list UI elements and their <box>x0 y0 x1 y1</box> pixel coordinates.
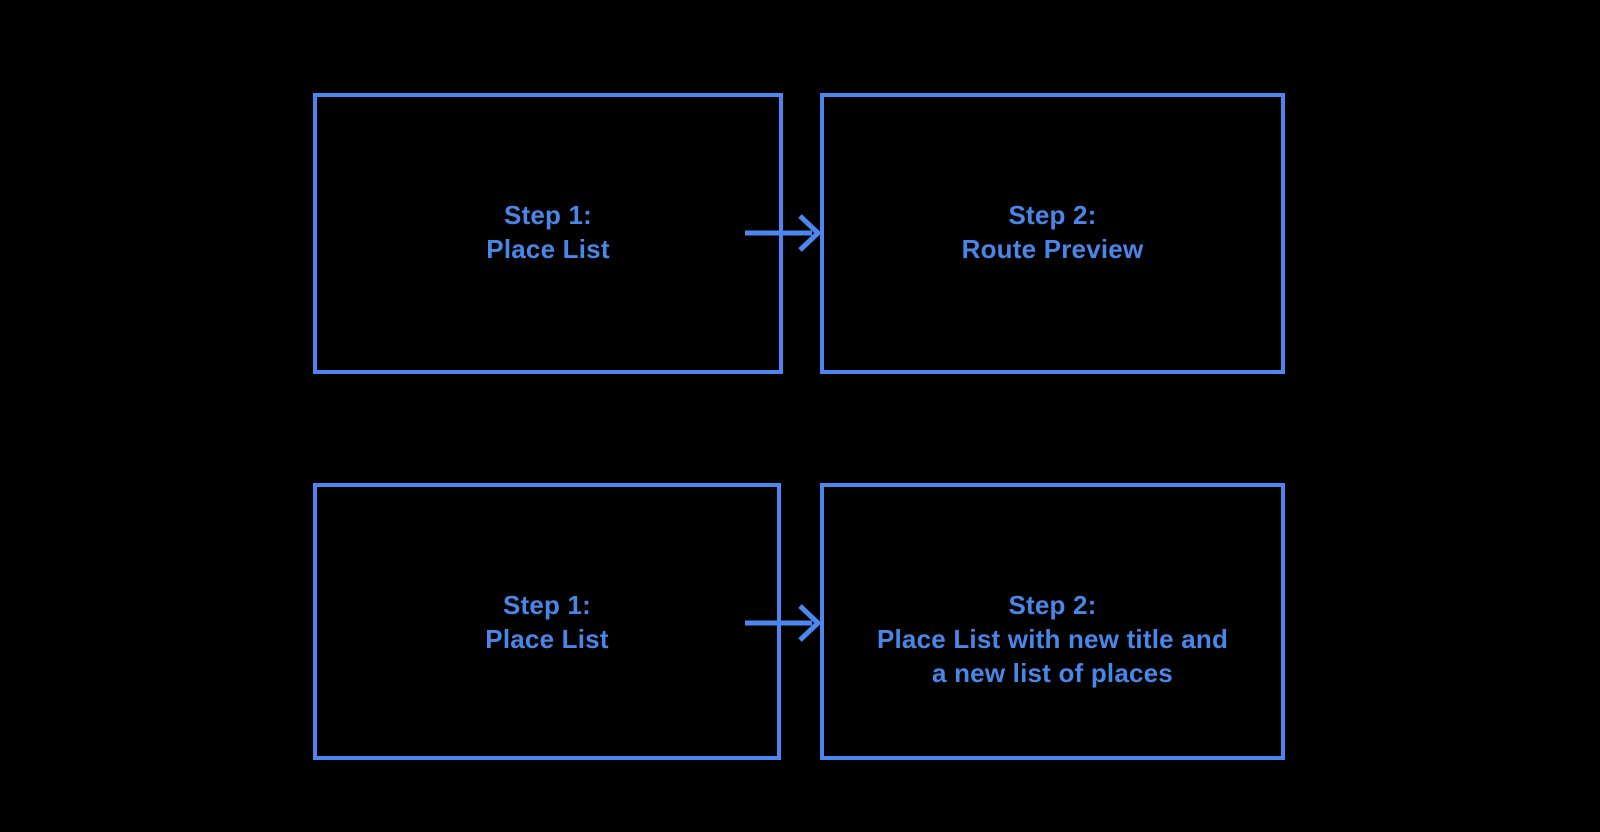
box-step1-place-list: Step 1: Place List <box>313 93 783 374</box>
box-step2-new-place-list: Step 2: Place List with new title and a … <box>820 483 1285 760</box>
box-line: a new list of places <box>932 658 1173 688</box>
box-label: Step 2: Route Preview <box>824 198 1281 266</box>
box-label: Step 2: Place List with new title and a … <box>824 588 1281 690</box>
arrow-right-icon <box>740 600 825 646</box>
box-step2-route-preview: Step 2: Route Preview <box>820 93 1285 374</box>
box-line: Step 1: <box>503 200 593 230</box>
box-line: Step 2: <box>1008 590 1097 620</box>
box-line: Step 1: <box>502 590 592 620</box>
box-line: Route Preview <box>961 234 1144 264</box>
arrow-right-icon <box>740 210 825 256</box>
box-line: Place List <box>486 234 610 264</box>
box-line: Step 2: <box>1008 200 1097 230</box>
box-line: Place List <box>485 624 609 654</box>
box-line: Place List with new title and <box>876 624 1229 654</box>
box-label: Step 1: Place List <box>317 588 777 656</box>
box-label: Step 1: Place List <box>317 198 779 266</box>
box-step1-place-list-2: Step 1: Place List <box>313 483 781 760</box>
